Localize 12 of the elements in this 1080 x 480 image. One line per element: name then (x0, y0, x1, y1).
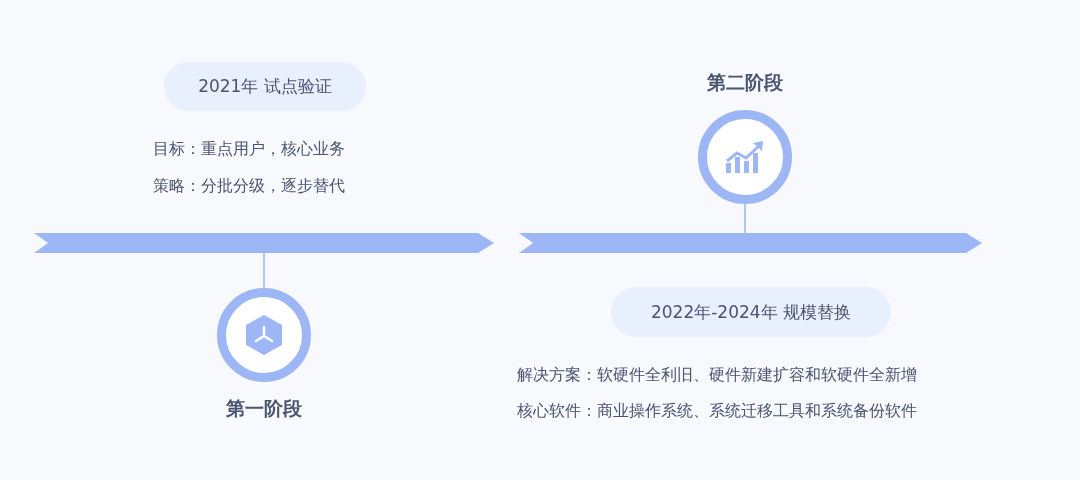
note-text: 目标：重点用户，核心业务 (153, 139, 345, 160)
note-text: 核心软件：商业操作系统、系统迁移工具和系统备份软件 (517, 401, 917, 422)
note-text: 解决方案：软硬件全利旧、硬件新建扩容和软硬件全新增 (517, 365, 917, 386)
period-pill: 2022年-2024年 规模替换 (611, 287, 891, 337)
note-text: 策略：分批分级，逐步替代 (153, 176, 345, 197)
stage-title: 第二阶段 (706, 70, 784, 95)
connector-line (263, 252, 265, 289)
period-pill: 2021年 试点验证 (164, 62, 366, 111)
stage-title: 第一阶段 (225, 396, 303, 421)
connector-line (744, 203, 746, 234)
timeline-arrow-band (34, 233, 494, 253)
timeline-arrow-band (519, 233, 982, 253)
